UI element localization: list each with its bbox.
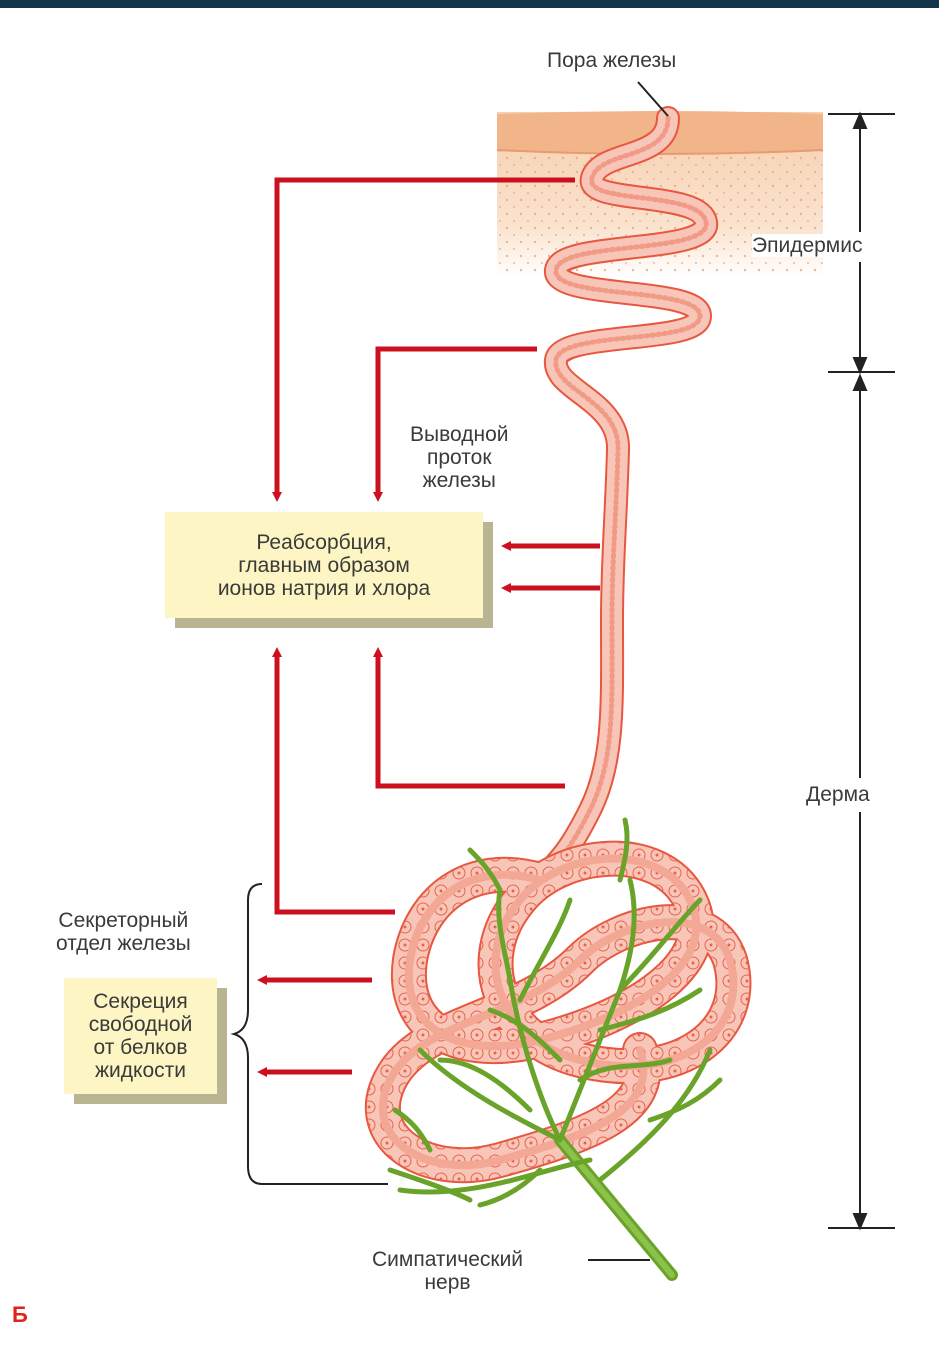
dermis-label: Дерма: [806, 783, 870, 806]
nerve-label: Симпатический нерв: [372, 1248, 523, 1294]
nerve-label-line-1: Симпатический: [372, 1248, 523, 1271]
nerve-label-line-2: нерв: [372, 1271, 523, 1294]
secretion-line-4: жидкости: [95, 1059, 186, 1082]
reabsorption-line-2: главным образом: [238, 554, 410, 577]
reabsorption-line-1: Реабсорбция,: [256, 531, 391, 554]
secretion-line-3: от белков: [94, 1036, 188, 1059]
duct-label-line-2: проток: [410, 446, 509, 469]
depth-scale: [828, 114, 895, 1228]
duct-label: Выводной проток железы: [410, 423, 509, 492]
epidermis-label: Эпидермис: [752, 234, 862, 257]
secretion-line-2: свободной: [89, 1013, 193, 1036]
secretory-brace: [234, 884, 388, 1184]
secretory-label: Секреторный отдел железы: [56, 909, 191, 955]
secretion-arrows: [262, 980, 372, 1072]
secretory-label-line-1: Секреторный: [56, 909, 191, 932]
reabsorption-box: Реабсорбция, главным образом ионов натри…: [165, 512, 483, 618]
secretory-coil: [383, 859, 734, 1166]
duct-label-line-3: железы: [410, 469, 509, 492]
duct-label-line-1: Выводной: [410, 423, 509, 446]
secretory-label-line-2: отдел железы: [56, 932, 191, 955]
secretion-box: Секреция свободной от белков жидкости: [64, 978, 217, 1094]
secretion-line-1: Секреция: [93, 990, 188, 1013]
pore-label: Пора железы: [547, 49, 676, 72]
figure-letter: Б: [12, 1302, 28, 1328]
pore-pointer: [638, 82, 668, 116]
reabsorption-line-3: ионов натрия и хлора: [218, 577, 430, 600]
